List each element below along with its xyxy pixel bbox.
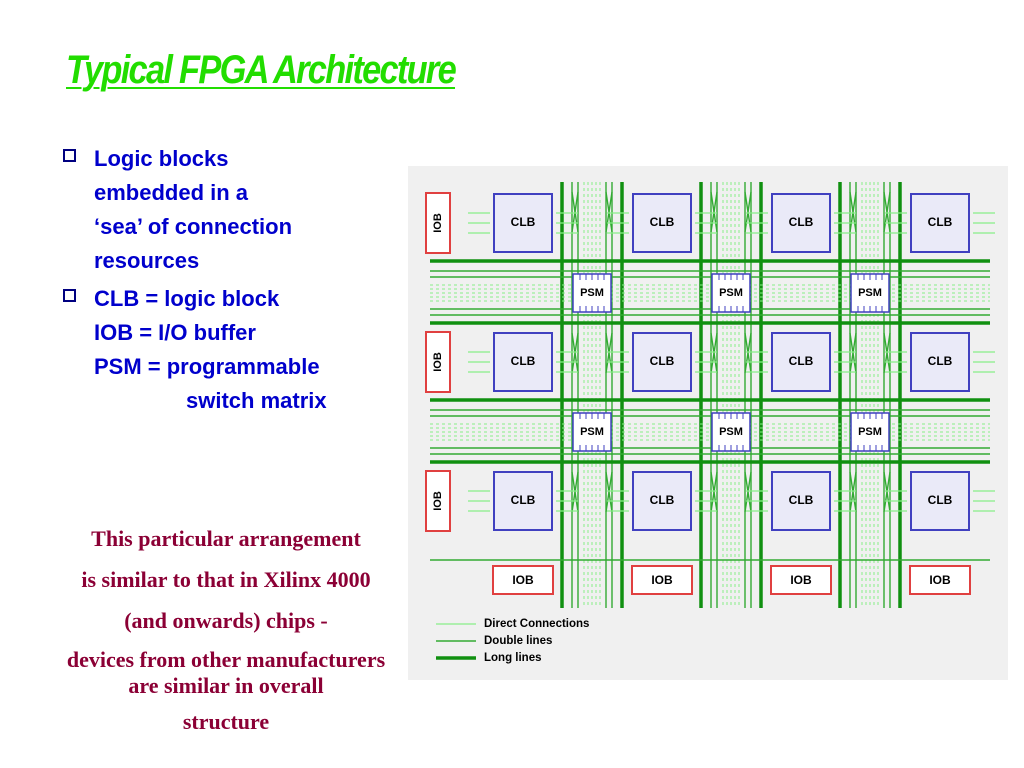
psm-label: PSM xyxy=(580,287,604,299)
routing-wires xyxy=(430,182,995,608)
clb-block xyxy=(632,332,692,392)
double-line-crossover xyxy=(849,191,857,233)
iob-block-bottom xyxy=(909,565,971,595)
bullet-item-1: Logic blocks embedded in a ‘sea’ of conn… xyxy=(60,142,410,278)
clb-label: CLB xyxy=(789,354,814,368)
logic-blocks: IOB IOB IOB IOB IOB IOB IOB CLB CLB CLB CLB CLB CLB C… xyxy=(425,192,971,595)
bullet-item-2: CLB = logic block IOB = I/O buffer PSM =… xyxy=(60,282,410,418)
iob-block-left xyxy=(425,192,451,254)
legend-label: Long lines xyxy=(484,652,542,664)
double-line-crossover xyxy=(571,471,579,513)
xilinx-note: This particular arrangement is similar t… xyxy=(10,518,442,747)
bullet-1-line-3: ‘sea’ of connection xyxy=(94,214,293,239)
bullet-list: Logic blocks embedded in a ‘sea’ of conn… xyxy=(60,142,410,422)
clb-block xyxy=(632,193,692,253)
clb-label: CLB xyxy=(650,493,675,507)
double-line-crossover xyxy=(849,332,857,374)
clb-label: CLB xyxy=(789,493,814,507)
clb-block xyxy=(632,471,692,531)
iob-block-bottom xyxy=(492,565,554,595)
double-line-crossover xyxy=(710,332,718,374)
double-line-crossover xyxy=(710,471,718,513)
double-line-crossover xyxy=(849,471,857,513)
note-line-5: are similar in overall xyxy=(128,673,324,698)
legend-label: Double lines xyxy=(484,635,552,647)
psm-label: PSM xyxy=(719,426,743,438)
double-line-crossover xyxy=(883,471,891,513)
psm-block xyxy=(711,273,751,313)
clb-label: CLB xyxy=(928,215,953,229)
clb-block xyxy=(493,471,553,531)
double-line-crossover xyxy=(605,471,613,513)
bullet-2-line-1: CLB = logic block xyxy=(94,286,280,311)
iob-label: IOB xyxy=(432,213,444,233)
clb-label: CLB xyxy=(511,493,536,507)
double-line-crossover xyxy=(744,471,752,513)
note-line-2: is similar to that in Xilinx 4000 xyxy=(81,567,371,592)
bullet-1-line-2: embedded in a xyxy=(94,180,249,205)
iob-label: IOB xyxy=(512,573,534,587)
psm-block xyxy=(711,412,751,452)
clb-label: CLB xyxy=(789,215,814,229)
fpga-architecture-diagram: IOB IOB IOB IOB IOB IOB IOB CLB CLB CLB CLB CLB CLB C… xyxy=(408,166,1008,680)
bullet-1-line-1: Logic blocks xyxy=(94,146,229,171)
psm-label: PSM xyxy=(719,287,743,299)
note-line-3: (and onwards) chips - xyxy=(124,608,328,633)
psm-label: PSM xyxy=(858,287,882,299)
psm-label: PSM xyxy=(580,426,604,438)
clb-label: CLB xyxy=(511,354,536,368)
clb-block xyxy=(493,193,553,253)
iob-block-left xyxy=(425,331,451,393)
checkbox-bullet-icon xyxy=(63,149,76,162)
clb-block xyxy=(771,193,831,253)
double-line-crossover xyxy=(571,332,579,374)
slide-title: Typical FPGA Architecture xyxy=(66,48,457,92)
bullet-2-line-3: PSM = programmable xyxy=(94,354,320,379)
iob-label: IOB xyxy=(432,491,444,511)
clb-block xyxy=(910,332,970,392)
clb-label: CLB xyxy=(650,215,675,229)
double-line-crossover xyxy=(605,332,613,374)
legend-label: Direct Connections xyxy=(484,618,589,630)
bullet-2-line-4: switch matrix xyxy=(186,388,327,413)
clb-block xyxy=(910,471,970,531)
double-line-crossover xyxy=(744,332,752,374)
double-line-crossover xyxy=(571,191,579,233)
iob-label: IOB xyxy=(432,352,444,372)
checkbox-bullet-icon xyxy=(63,289,76,302)
note-line-6: structure xyxy=(182,709,270,734)
clb-label: CLB xyxy=(511,215,536,229)
clb-block xyxy=(910,193,970,253)
iob-block-bottom xyxy=(631,565,693,595)
iob-label: IOB xyxy=(790,573,812,587)
iob-block-left xyxy=(425,470,451,532)
clb-label: CLB xyxy=(650,354,675,368)
psm-label: PSM xyxy=(858,426,882,438)
double-line-crossover xyxy=(883,191,891,233)
iob-label: IOB xyxy=(651,573,673,587)
iob-block-bottom xyxy=(770,565,832,595)
clb-block xyxy=(771,332,831,392)
note-line-4: devices from other manufacturers xyxy=(66,647,386,672)
double-line-crossover xyxy=(605,191,613,233)
bullet-1-line-4: resources xyxy=(94,248,200,273)
bullet-2-line-2: IOB = I/O buffer xyxy=(94,320,256,345)
clb-block xyxy=(493,332,553,392)
double-line-crossover xyxy=(744,191,752,233)
clb-block xyxy=(771,471,831,531)
iob-label: IOB xyxy=(929,573,951,587)
note-line-1: This particular arrangement xyxy=(91,526,361,551)
clb-label: CLB xyxy=(928,354,953,368)
double-line-crossover xyxy=(710,191,718,233)
clb-label: CLB xyxy=(928,493,953,507)
double-line-crossover xyxy=(883,332,891,374)
